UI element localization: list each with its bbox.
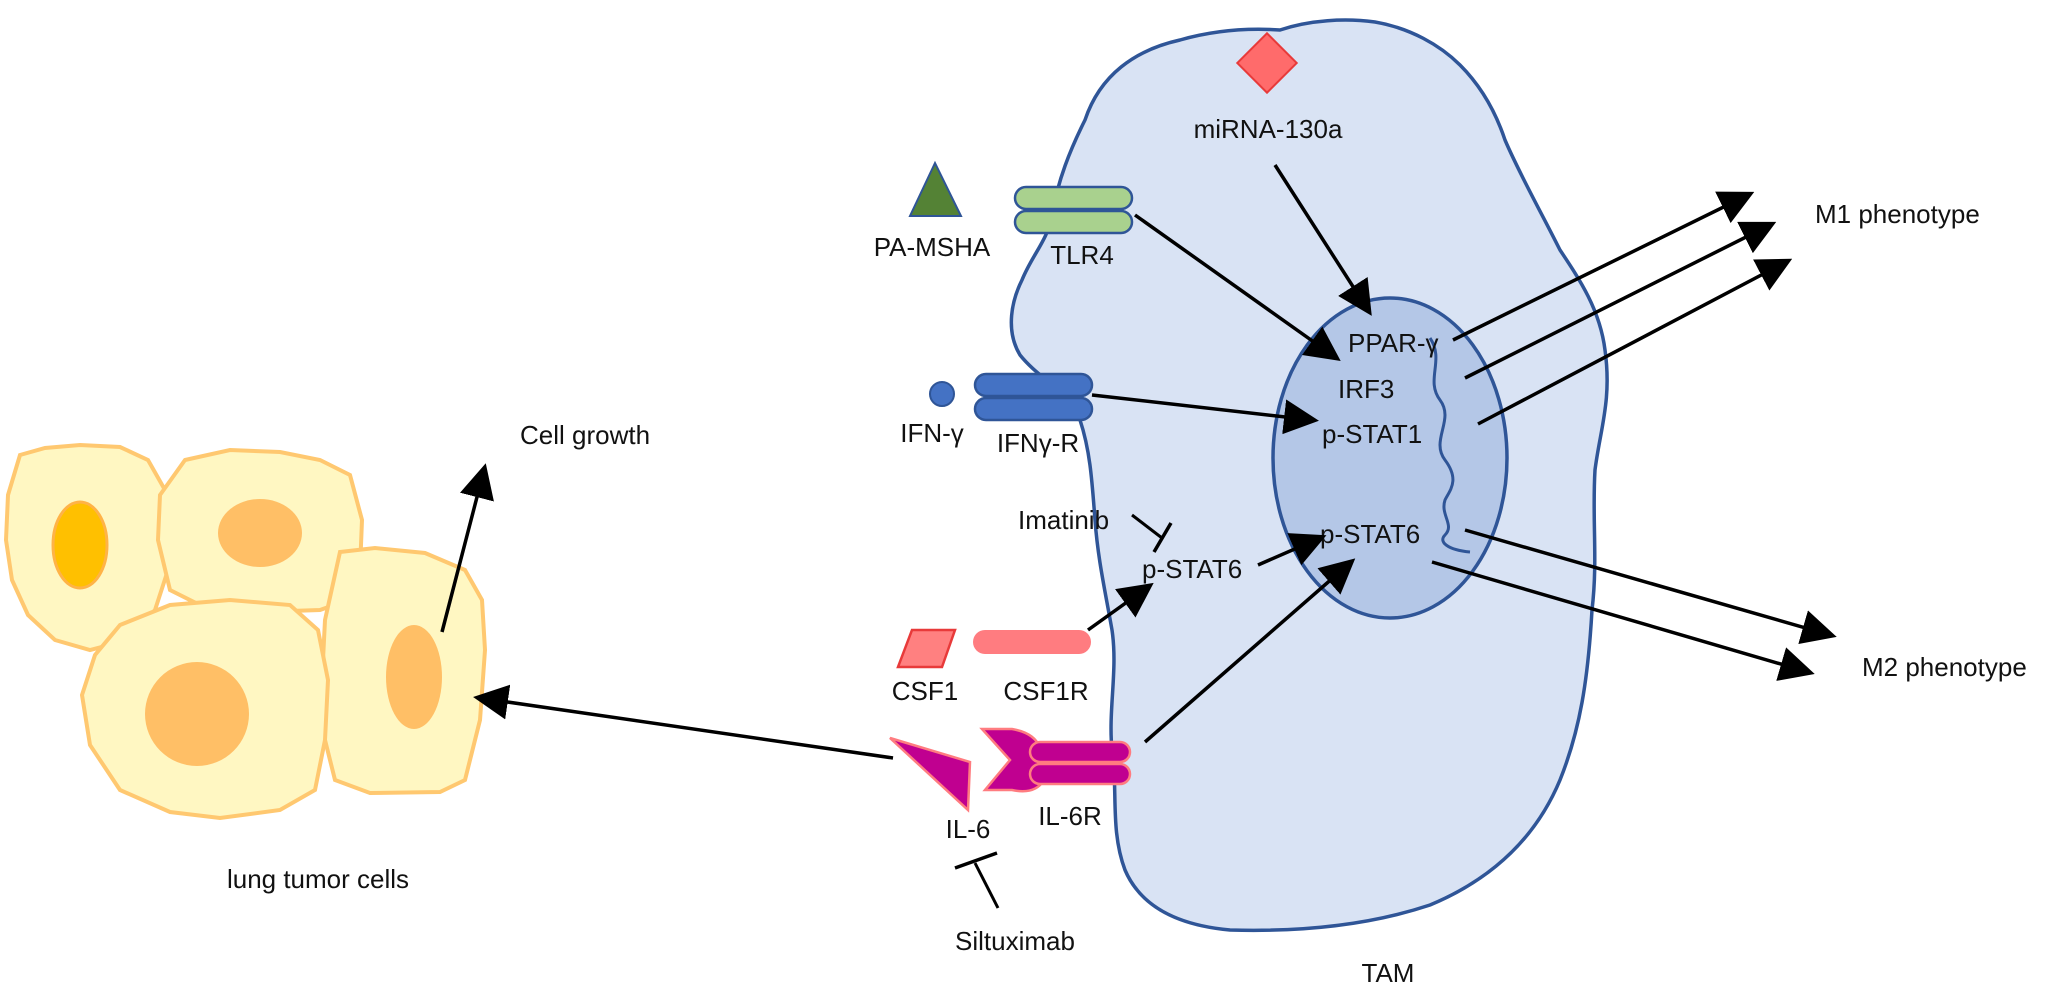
csf1r-receptor [973, 630, 1091, 654]
imatinib-inhibition-line [1131, 513, 1163, 540]
pa-msha-label: PA-MSHA [874, 232, 991, 262]
tlr4-receptor-top [1013, 185, 1134, 211]
il6-triangle-icon [889, 736, 972, 813]
tam-label: TAM [1362, 958, 1415, 988]
imatinib-label: Imatinib [1018, 505, 1109, 535]
pstat6-to-m2-arrow-2 [1431, 560, 1815, 681]
tam-nucleus [1271, 296, 1509, 620]
tlr4-label: TLR4 [1050, 240, 1114, 270]
p-stat1-label: p-STAT1 [1322, 419, 1422, 449]
ifn-gamma-label: IFN-γ [900, 418, 964, 448]
tumor-nucleus-4 [145, 662, 249, 766]
tlr4-to-nucleus-arrow [1133, 213, 1341, 362]
ppar-to-m1-arrow [1452, 191, 1755, 342]
csf1-label: CSF1 [892, 676, 958, 706]
pa-msha-triangle-icon [908, 160, 963, 217]
il6r-receptor-bottom [1028, 762, 1132, 786]
ifngr-receptor-bottom [973, 396, 1094, 422]
il6r-to-nucleus-arrow [1143, 558, 1356, 744]
csf1r-label: CSF1R [1003, 676, 1088, 706]
irf3-to-m1-arrow [1464, 221, 1777, 380]
mirna-130a-label: miRNA-130a [1194, 114, 1343, 144]
imatinib-inhibition-bar [1152, 522, 1173, 553]
mirna-130a-diamond-icon [1235, 31, 1299, 95]
tlr4-receptor-bottom [1013, 209, 1134, 235]
tumor-cells-label: lung tumor cells [227, 864, 409, 894]
csf1-parallelogram-icon [896, 628, 957, 669]
il6-to-tumor-arrow [473, 684, 894, 760]
tumor-nucleus-2 [218, 499, 302, 567]
siltuximab-inhibition-bar [954, 851, 998, 870]
cell-growth-arrow [440, 463, 494, 633]
pstat6-to-m2-arrow-1 [1464, 528, 1837, 645]
cell-growth-label: Cell growth [520, 420, 650, 450]
ppar-gamma-label: PPAR-γ [1348, 328, 1439, 358]
p-stat6-nuclear-label: p-STAT6 [1320, 519, 1420, 549]
il6r-label: IL-6R [1038, 801, 1102, 831]
csf1r-to-pstat6-arrow [1086, 582, 1154, 632]
chromatin-strand [1428, 337, 1471, 554]
ifngr-label: IFNγ-R [997, 428, 1079, 458]
m1-phenotype-label: M1 phenotype [1815, 199, 1980, 229]
siltuximab-label: Siltuximab [955, 926, 1075, 956]
tumor-nucleus-3 [386, 625, 442, 729]
siltuximab-inhibition-line [973, 862, 1000, 909]
il6r-receptor-top [1028, 740, 1132, 764]
pstat1-to-m1-arrow [1477, 258, 1793, 426]
lung-tumor-cells-cluster [3, 442, 488, 821]
pstat6-to-nucleus-arrow [1257, 533, 1327, 567]
m2-phenotype-label: M2 phenotype [1862, 652, 2027, 682]
tumor-nucleus-1 [51, 500, 109, 590]
mirna-to-ppar-arrow [1273, 164, 1372, 316]
il6-label: IL-6 [946, 814, 991, 844]
p-stat6-cytoplasmic-label: p-STAT6 [1142, 554, 1242, 584]
ifngr-receptor-top [973, 372, 1094, 398]
ifngr-to-pstat1-arrow [1091, 393, 1319, 435]
ifn-gamma-ligand-icon [929, 381, 955, 407]
irf3-label: IRF3 [1338, 374, 1394, 404]
